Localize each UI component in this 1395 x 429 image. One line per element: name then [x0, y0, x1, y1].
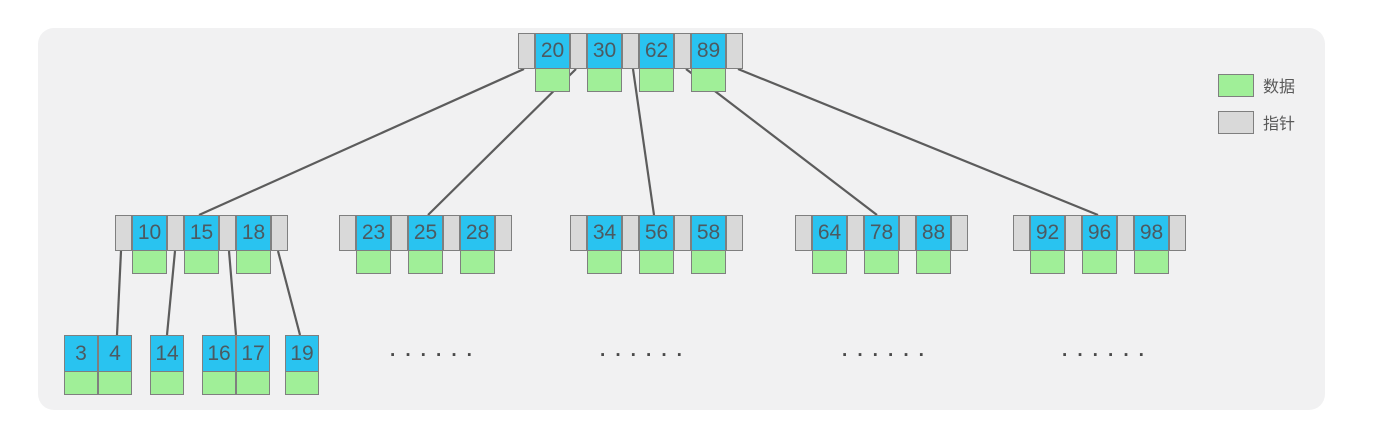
tree-edge: [737, 67, 1099, 217]
tree-edge: [276, 250, 302, 336]
legend-item-pointer: 指针: [1218, 110, 1295, 134]
legend-label-pointer: 指针: [1263, 116, 1296, 133]
tree-edge: [165, 250, 177, 336]
legend-label-data: 数据: [1263, 79, 1296, 96]
tree-edge: [685, 68, 878, 216]
tree-edge: [427, 68, 577, 216]
data-swatch-icon: [1218, 73, 1254, 97]
tree-edge: [227, 250, 238, 336]
tree-edge: [198, 67, 525, 217]
pointer-swatch-icon: [1218, 110, 1254, 134]
tree-edge: [631, 68, 656, 216]
legend-item-data: 数据: [1218, 73, 1295, 97]
legend: 数据 指针: [1218, 73, 1295, 134]
tree-edge: [115, 250, 123, 336]
